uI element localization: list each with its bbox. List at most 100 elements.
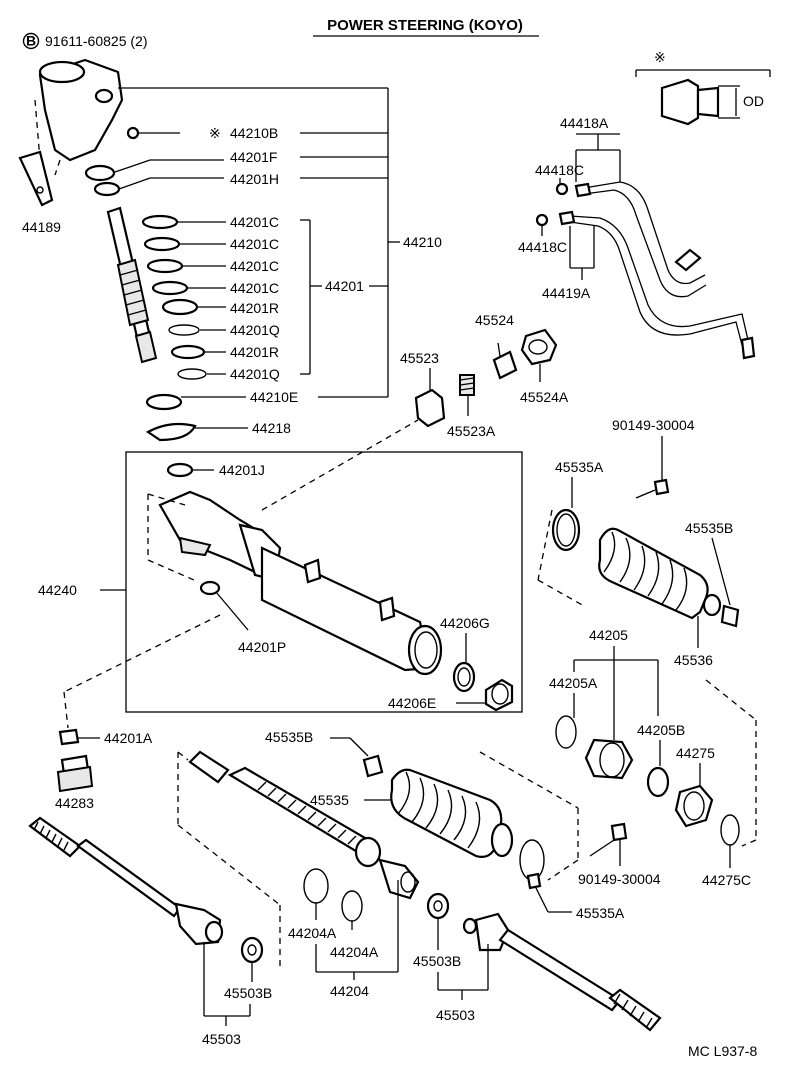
- label-44240: 44240: [38, 582, 77, 598]
- washer-45503b-2: [426, 892, 450, 920]
- boot-45535: [390, 768, 514, 858]
- label-45503b-1: 45503B: [224, 985, 272, 1001]
- label-44205b: 44205B: [637, 722, 685, 738]
- gasket-44218: [145, 422, 197, 442]
- valve-housing: [34, 58, 124, 176]
- rack-guide-45523: [414, 368, 446, 428]
- label-44204a-1: 44204A: [288, 925, 337, 941]
- steering-rack: [188, 750, 420, 900]
- label-45524: 45524: [475, 312, 514, 328]
- bolt-90149-2: [610, 822, 628, 842]
- label-44418c-2: 44418C: [518, 239, 567, 255]
- label-44418c-1: 44418C: [535, 162, 584, 178]
- label-45535a-1: 45535A: [555, 459, 604, 475]
- label-44201c-2: 44201C: [230, 236, 279, 252]
- boot-45536: [598, 527, 722, 620]
- pressure-lines: [535, 181, 756, 360]
- label-44201a: 44201A: [104, 730, 153, 746]
- seal-stack: [141, 214, 207, 380]
- mark-44210b: ※: [209, 125, 221, 141]
- tie-rod-end-right: [462, 912, 662, 1032]
- label-44418a: 44418A: [560, 115, 609, 131]
- label-44419a: 44419A: [542, 285, 591, 301]
- plug-44283: [56, 754, 94, 793]
- bolt-symbol: B: [26, 33, 36, 49]
- washer-45503b-1: [240, 936, 264, 964]
- adjust-screw-45524: [492, 342, 518, 380]
- label-45503b-2: 45503B: [413, 953, 461, 969]
- label-44201j: 44201J: [219, 462, 265, 478]
- bushing-44275: [674, 784, 714, 828]
- seal-44201h: [93, 181, 121, 197]
- bolt-reference: B 91611-60825 (2): [22, 32, 147, 50]
- label-44201q-1: 44201Q: [230, 322, 280, 338]
- label-44210e: 44210E: [250, 389, 298, 405]
- label-44204: 44204: [330, 983, 369, 999]
- stopper-44205: [584, 738, 634, 780]
- bolt-44210b: [126, 126, 180, 140]
- diagram-title: POWER STEERING (KOYO): [327, 17, 523, 34]
- tie-rod-end-left: [28, 816, 224, 946]
- clamp-45535a-2: [519, 839, 545, 881]
- clamp-45535b-2: [362, 754, 384, 778]
- label-45535b-1: 45535B: [685, 520, 733, 536]
- label-44204a-2: 44204A: [330, 944, 379, 960]
- bolt-ref-label: 91611-60825 (2): [45, 33, 147, 49]
- label-45535: 45535: [310, 792, 349, 808]
- label-44275: 44275: [676, 745, 715, 761]
- label-44206g: 44206G: [440, 615, 490, 631]
- label-44210b: 44210B: [230, 125, 278, 141]
- label-44283: 44283: [55, 795, 94, 811]
- label-90149-2: 90149-30004: [578, 871, 661, 887]
- label-44210: 44210: [403, 234, 442, 250]
- label-45535b-2: 45535B: [265, 729, 313, 745]
- bushing-44206g: [452, 661, 476, 693]
- label-44201h: 44201H: [230, 171, 279, 187]
- o-ring-44205a: [555, 715, 577, 749]
- footer-code: MC L937-8: [688, 1043, 757, 1059]
- cap-44201a: [58, 728, 80, 746]
- ring-44204a-1: [303, 868, 329, 904]
- label-44201c-4: 44201C: [230, 280, 279, 296]
- pinion-shaft: [106, 206, 158, 364]
- label-45503-1: 45503: [202, 1031, 241, 1047]
- seal-44201j: [166, 462, 194, 478]
- label-45523: 45523: [400, 350, 439, 366]
- label-44201p: 44201P: [238, 639, 286, 655]
- ring-44205b: [646, 766, 670, 798]
- label-44218: 44218: [252, 420, 291, 436]
- spring-45523a: [459, 374, 475, 416]
- label-44201q-2: 44201Q: [230, 366, 280, 382]
- label-45523a: 45523A: [447, 423, 496, 439]
- snap-ring-44275c: [720, 814, 740, 846]
- seal-44210e: [145, 393, 183, 411]
- label-44206e: 44206E: [388, 695, 436, 711]
- label-45536: 45536: [674, 652, 713, 668]
- label-45524a: 45524A: [520, 389, 569, 405]
- circled-b-icon: [22, 32, 40, 50]
- seal-44201f: [84, 164, 116, 182]
- label-44205: 44205: [589, 627, 628, 643]
- label-45535a-2: 45535A: [576, 905, 625, 921]
- label-44201r-2: 44201R: [230, 344, 279, 360]
- label-44275c: 44275C: [702, 872, 751, 888]
- label-44201c-1: 44201C: [230, 214, 279, 230]
- od-label: OD: [743, 93, 764, 109]
- label-44201c-3: 44201C: [230, 258, 279, 274]
- label-44201: 44201: [325, 278, 364, 294]
- label-44201r-1: 44201R: [230, 300, 279, 316]
- label-44201f: 44201F: [230, 149, 277, 165]
- clamp-45535b-1: [720, 604, 740, 628]
- plug-od-detail: ※ OD: [635, 49, 771, 126]
- bolt-90149-1: [653, 478, 670, 496]
- seal-44201p: [199, 580, 221, 596]
- rack-housing-tube: [158, 490, 443, 676]
- label-44205a: 44205A: [549, 675, 598, 691]
- lock-nut-45524a: [520, 328, 558, 382]
- label-44189: 44189: [22, 219, 61, 235]
- rack-housing-group-box: [125, 451, 523, 713]
- label-90149-1: 90149-30004: [612, 417, 695, 433]
- label-45503-2: 45503: [436, 1007, 475, 1023]
- bracket-44189: [18, 150, 54, 207]
